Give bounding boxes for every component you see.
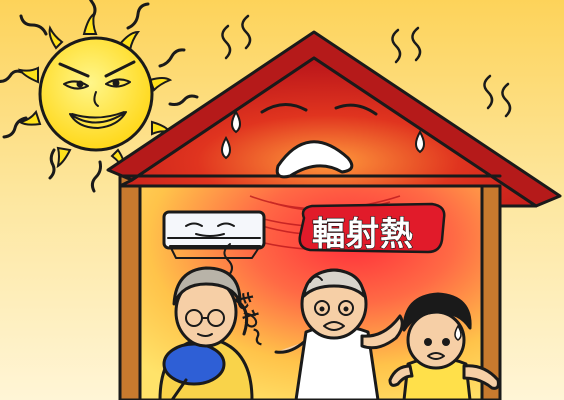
heat-wave-icon (221, 14, 512, 118)
heat-label-badge (298, 202, 446, 254)
heat-label: 輻射熱 (312, 214, 414, 253)
grandmother-character (158, 266, 254, 400)
grandfather-character (274, 268, 404, 400)
child-character (388, 292, 500, 400)
sweat-drop-icon (221, 109, 425, 160)
air-conditioner-icon (162, 210, 266, 259)
